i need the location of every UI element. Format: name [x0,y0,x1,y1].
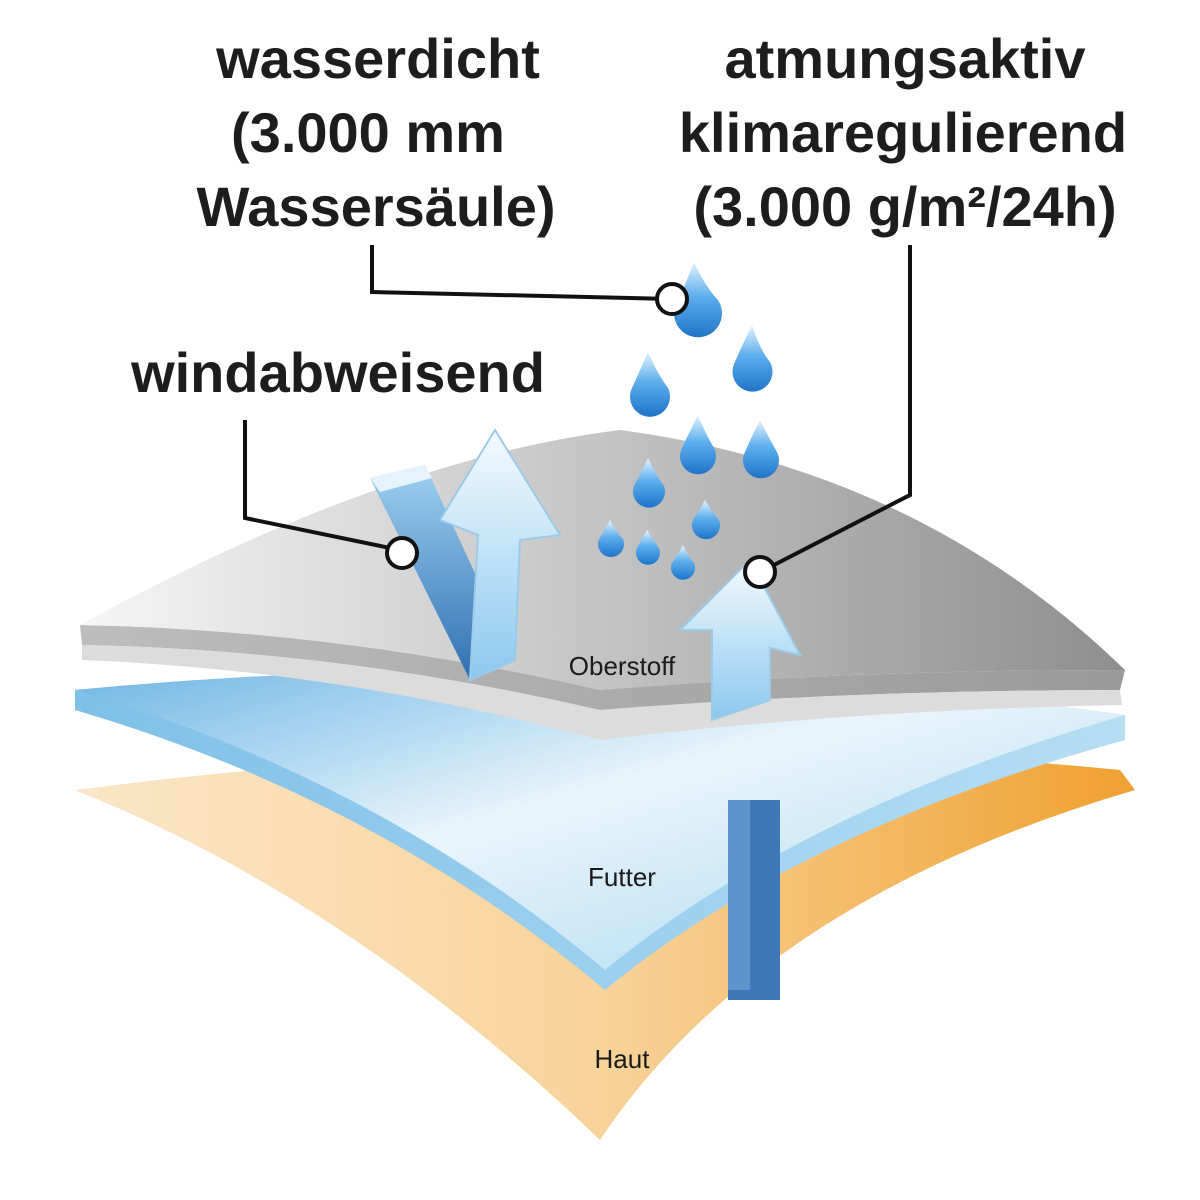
leader-breathable [771,245,912,568]
callout-windproof-line1: windabweisend [130,341,545,404]
callout-windproof: windabweisend [130,341,545,404]
water-drop-icon [635,530,661,565]
layer-label-outer: Oberstoff [569,651,676,681]
water-drop-icon [630,352,670,417]
marker-waterproof [655,282,689,316]
water-drop-icon [692,500,720,540]
callout-breathable-line2: klimaregulierend [679,101,1127,164]
vapor-arrow-up [677,558,802,722]
layer-label-lining: Futter [588,862,656,892]
marker-breathable [743,555,777,589]
leader-waterproof [370,245,673,301]
water-drop-icon [598,520,624,557]
water-drop-icon [632,458,665,508]
water-drop-icon [674,262,722,338]
water-drop-icon [680,415,716,475]
callout-waterproof-line3: Wassersäule) [197,175,556,238]
water-drops [598,262,779,580]
water-drop-icon [671,545,695,580]
callout-breathable: atmungsaktiv klimaregulierend (3.000 g/m… [679,27,1127,238]
outer-fabric-layer [80,430,1125,740]
leader-lines [243,245,912,589]
callout-waterproof-line2: (3.000 mm [231,101,505,164]
vapor-arrow-stem [728,800,780,1000]
leader-windproof [243,420,391,550]
callout-breathable-line1: atmungsaktiv [725,27,1086,90]
water-drop-icon [743,420,779,479]
wind-arrow-up [438,428,562,682]
marker-windproof [385,536,419,570]
layer-label-skin: Haut [595,1044,651,1074]
callout-waterproof-line1: wasserdicht [215,27,540,90]
water-drop-icon [732,325,773,392]
callout-breathable-line3: (3.000 g/m²/24h) [693,175,1116,238]
lining-layer [75,670,1125,990]
callout-waterproof: wasserdicht (3.000 mm Wassersäule) [197,27,556,238]
